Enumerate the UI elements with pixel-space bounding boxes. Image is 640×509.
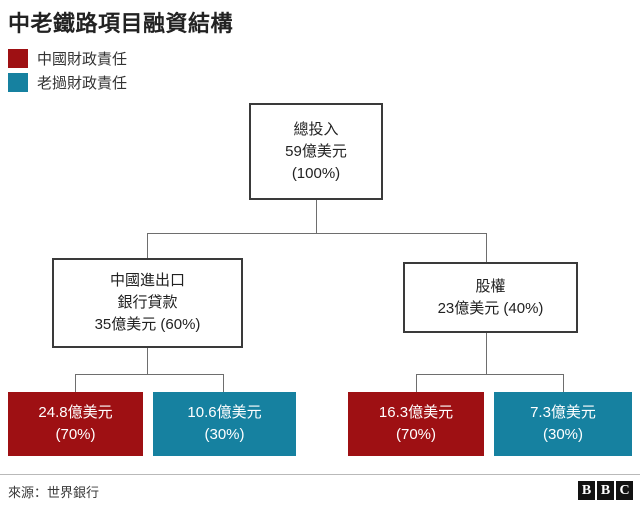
node-loan-line3: 35億美元 (60%) xyxy=(94,316,201,333)
connector-tier1-horizontal xyxy=(147,233,486,234)
node-loan-china-amount: 24.8億美元 xyxy=(38,404,113,421)
node-equity: 股權 23億美元 (40%) xyxy=(403,262,578,333)
legend-item-laos: 老撾財政責任 xyxy=(8,70,127,94)
connector-to-equity-laos xyxy=(563,374,564,392)
connector-to-loan-laos xyxy=(223,374,224,392)
connector-to-equity-china xyxy=(416,374,417,392)
legend-label-china: 中國財政責任 xyxy=(37,50,128,68)
node-exim-bank-loan: 中國進出口 銀行貸款 35億美元 (60%) xyxy=(52,258,243,348)
bbc-logo-letter-1: B xyxy=(578,481,595,500)
connector-total-down xyxy=(316,200,317,233)
connector-equity-down xyxy=(486,333,487,374)
legend-item-china: 中國財政責任 xyxy=(8,46,127,70)
node-total-investment: 總投入 59億美元 (100%) xyxy=(249,103,383,200)
node-equity-laos-percent: (30%) xyxy=(542,426,583,443)
node-loan-laos-share: 10.6億美元 (30%) xyxy=(153,392,296,456)
connector-loan-horizontal xyxy=(75,374,223,375)
connector-loan-down xyxy=(147,348,148,374)
page-title: 中老鐵路項目融資結構 xyxy=(8,11,234,36)
footer-divider xyxy=(0,474,640,475)
node-equity-line2: 23億美元 (40%) xyxy=(437,299,544,317)
bbc-logo: B B C xyxy=(578,481,633,500)
node-equity-laos-share: 7.3億美元 (30%) xyxy=(494,392,632,456)
node-loan-line1: 中國進出口 xyxy=(109,272,185,289)
node-equity-china-percent: (70%) xyxy=(395,426,436,443)
node-loan-line2: 銀行貸款 xyxy=(117,294,178,311)
legend-swatch-laos xyxy=(8,72,28,92)
connector-to-loan xyxy=(147,233,148,258)
node-equity-line1: 股權 xyxy=(475,277,506,295)
node-total-line1: 總投入 xyxy=(293,120,339,138)
legend-label-laos: 老撾財政責任 xyxy=(37,74,128,92)
legend: 中國財政責任 老撾財政責任 xyxy=(8,46,127,94)
connector-equity-horizontal xyxy=(416,374,563,375)
node-loan-china-percent: (70%) xyxy=(55,426,96,443)
bbc-logo-letter-3: C xyxy=(616,481,633,500)
node-equity-china-share: 16.3億美元 (70%) xyxy=(348,392,484,456)
node-loan-laos-amount: 10.6億美元 xyxy=(187,404,262,421)
node-equity-laos-amount: 7.3億美元 xyxy=(530,404,596,421)
node-loan-laos-percent: (30%) xyxy=(204,426,245,443)
node-total-line2: 59億美元 xyxy=(285,142,347,160)
node-equity-china-amount: 16.3億美元 xyxy=(378,404,454,421)
bbc-logo-letter-2: B xyxy=(597,481,614,500)
connector-to-equity xyxy=(486,233,487,262)
node-total-line3: (100%) xyxy=(291,164,341,182)
source-label: 來源：世界銀行 xyxy=(8,485,100,500)
legend-swatch-china xyxy=(8,48,28,68)
node-loan-china-share: 24.8億美元 (70%) xyxy=(8,392,143,456)
connector-to-loan-china xyxy=(75,374,76,392)
